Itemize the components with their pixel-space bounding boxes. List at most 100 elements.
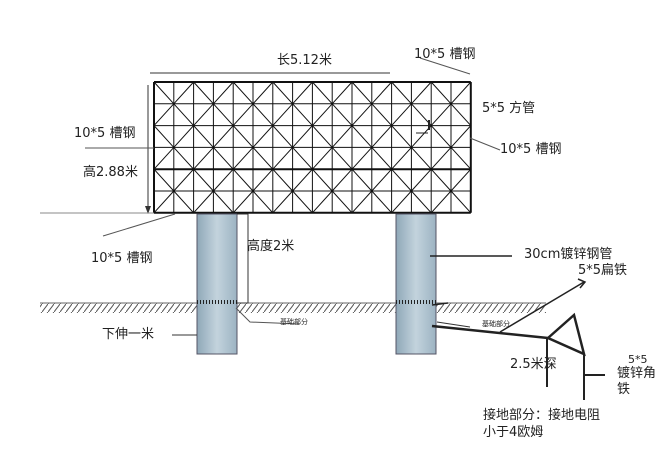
frame-member (450, 190, 472, 214)
frame-member (272, 125, 293, 148)
frame-member (213, 190, 234, 214)
frame-member (292, 103, 313, 126)
frame-member (411, 103, 432, 126)
frame-member (371, 81, 392, 105)
frame-member (173, 147, 194, 170)
frame-member (252, 81, 274, 105)
frame-member (213, 147, 234, 170)
frame-member (331, 81, 353, 105)
steel-frame-grid (153, 81, 472, 214)
ground-hatch-left (40, 303, 200, 313)
frame-member (450, 103, 472, 126)
frame-member (292, 168, 313, 192)
frame-member (430, 103, 452, 126)
frame-member (371, 125, 392, 148)
frame-member (153, 190, 175, 214)
frame-member (450, 147, 472, 170)
frame-member (213, 103, 234, 126)
frame-member (351, 125, 373, 148)
frame-member (173, 103, 194, 126)
frame-member (153, 125, 175, 148)
foundation-right-label: 基础部分 (482, 320, 510, 328)
frame-member (411, 81, 432, 105)
frame-member (331, 190, 353, 214)
frame-member (391, 168, 412, 192)
frame-member (193, 81, 214, 105)
frame-member (213, 125, 234, 148)
bottom-channel-label: 10*5 槽钢 (91, 251, 153, 266)
frame-member (391, 103, 412, 126)
frame-member (193, 147, 214, 170)
frame-member (312, 147, 333, 170)
frame-member (351, 81, 373, 105)
frame-member (430, 168, 452, 192)
left-channel-label: 10*5 槽钢 (74, 126, 136, 141)
frame-member (153, 147, 175, 170)
frame-member (193, 190, 214, 214)
frame-member (173, 81, 194, 105)
frame-member (351, 103, 373, 126)
frame-member (351, 147, 373, 170)
pipe-label: 30cm镀锌钢管 (524, 247, 613, 262)
frame-member (153, 81, 175, 105)
angle-size-label: 5*5 (628, 353, 648, 366)
frame-member (331, 147, 353, 170)
angle-iron-label-2: 铁 (617, 382, 631, 397)
angle-iron-label-1: 镀锌角 (617, 366, 657, 381)
frame-member (312, 103, 333, 126)
frame-member (411, 168, 432, 192)
frame-member (371, 147, 392, 170)
frame-member (173, 168, 194, 192)
frame-member (371, 103, 392, 126)
frame-member (292, 81, 313, 105)
frame-member (331, 168, 353, 192)
left-post (196, 213, 238, 355)
height-label: 高2.88米 (83, 165, 138, 180)
frame-member (430, 81, 452, 105)
ground-hatch-right (436, 303, 546, 313)
grounding-label-2: 小于4欧姆 (483, 425, 544, 440)
depth-label: 2.5米深 (510, 357, 557, 372)
frame-member (450, 81, 472, 105)
frame-member (450, 125, 472, 148)
frame-member (252, 103, 274, 126)
frame-member (193, 168, 214, 192)
frame-member (213, 81, 234, 105)
frame-member (252, 168, 274, 192)
frame-member (272, 190, 293, 214)
frame-member (213, 168, 234, 192)
frame-member (232, 125, 254, 148)
frame-member (153, 168, 175, 192)
frame-member (430, 147, 452, 170)
frame-member (411, 125, 432, 148)
frame-member (391, 125, 412, 148)
frame-member (312, 168, 333, 192)
flat-iron-label: 5*5扁铁 (578, 263, 628, 278)
frame-member (272, 81, 293, 105)
frame-member (153, 103, 175, 126)
frame-member (312, 81, 333, 105)
frame-member (371, 190, 392, 214)
frame-member (351, 190, 373, 214)
frame-member (331, 103, 353, 126)
frame-member (391, 190, 412, 214)
frame-member (450, 168, 472, 192)
frame-member (371, 168, 392, 192)
frame-member (272, 103, 293, 126)
frame-member (292, 125, 313, 148)
square-tube-label: 5*5 方管 (482, 101, 536, 116)
frame-member (232, 147, 254, 170)
extend-down-label: 下伸一米 (102, 327, 155, 342)
frame-member (232, 81, 254, 105)
frame-member (232, 168, 254, 192)
top-channel-label: 10*5 槽钢 (414, 47, 476, 62)
frame-member (331, 125, 353, 148)
frame-member (193, 103, 214, 126)
frame-member (391, 147, 412, 170)
foundation-left-label: 基础部分 (280, 318, 308, 326)
frame-member (391, 81, 412, 105)
frame-member (430, 125, 452, 148)
length-label: 长5.12米 (277, 53, 332, 68)
frame-member (232, 103, 254, 126)
